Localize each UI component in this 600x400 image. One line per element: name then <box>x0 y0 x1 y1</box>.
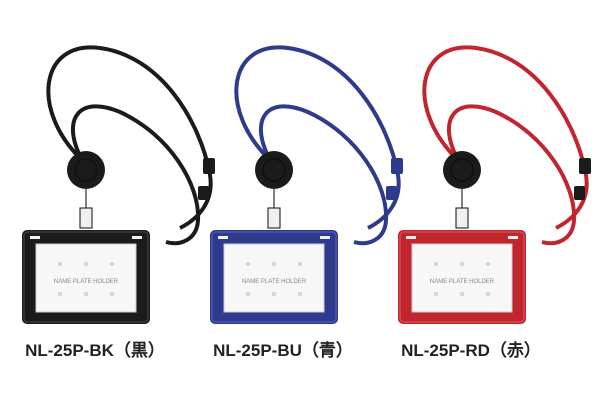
holder-slot <box>508 236 518 239</box>
product-label-black: NL-25P-BK（黒） <box>25 341 165 360</box>
card-dot <box>246 262 250 266</box>
card-dot <box>298 262 302 266</box>
strap-clip <box>198 186 209 200</box>
holder-slot <box>320 236 330 239</box>
holder-frame-edge <box>399 231 525 323</box>
holder-slot <box>406 236 416 239</box>
card-text: NAME PLATE HOLDER <box>242 279 307 285</box>
strap <box>46 45 213 230</box>
card-dot <box>84 262 88 266</box>
holder-slot <box>132 236 142 239</box>
card-window <box>223 243 325 313</box>
strap-inner <box>71 104 201 246</box>
card-dot <box>434 262 438 266</box>
reel-clip <box>455 207 469 229</box>
product-label-red: NL-25P-RD（赤） <box>401 341 541 360</box>
card-dot <box>272 292 276 296</box>
card-dot <box>298 292 302 296</box>
reel-ring <box>262 158 286 182</box>
card-dot <box>486 262 490 266</box>
lanyard-holder-blue: NAME PLATE HOLDER <box>210 45 403 324</box>
card-dot <box>84 292 88 296</box>
card-dot <box>460 292 464 296</box>
card-dot <box>110 292 114 296</box>
holder-frame-edge <box>211 231 337 323</box>
strap-inner <box>259 104 389 246</box>
card-dot <box>434 292 438 296</box>
reel <box>67 151 105 189</box>
holder-frame-edge <box>23 231 149 323</box>
strap <box>422 45 589 230</box>
lanyard-holder-red: NAME PLATE HOLDER <box>398 45 591 324</box>
reel-clip <box>267 207 281 229</box>
reel-ring <box>74 158 98 182</box>
reel-ring <box>450 158 474 182</box>
holder-slot <box>218 236 228 239</box>
holder-slot <box>30 236 40 239</box>
card-text: NAME PLATE HOLDER <box>54 279 119 285</box>
card-dot <box>272 262 276 266</box>
strap-clip <box>203 158 215 174</box>
strap-inner <box>447 104 577 246</box>
strap-clip <box>391 158 403 174</box>
card-dot <box>58 292 62 296</box>
card-dot <box>486 292 490 296</box>
reel <box>255 151 293 189</box>
card-window <box>35 243 137 313</box>
strap-clip <box>386 186 397 200</box>
product-label-blue: NL-25P-BU（青） <box>213 341 353 360</box>
card-dot <box>110 262 114 266</box>
card-window <box>411 243 513 313</box>
reel-clip <box>79 207 93 229</box>
strap-clip <box>579 158 591 174</box>
card-text: NAME PLATE HOLDER <box>430 279 495 285</box>
card-dot <box>58 262 62 266</box>
reel <box>443 151 481 189</box>
strap-clip <box>574 186 585 200</box>
lanyard-holder-black: NAME PLATE HOLDER <box>22 45 215 324</box>
strap <box>234 45 401 230</box>
card-dot <box>246 292 250 296</box>
card-dot <box>460 262 464 266</box>
